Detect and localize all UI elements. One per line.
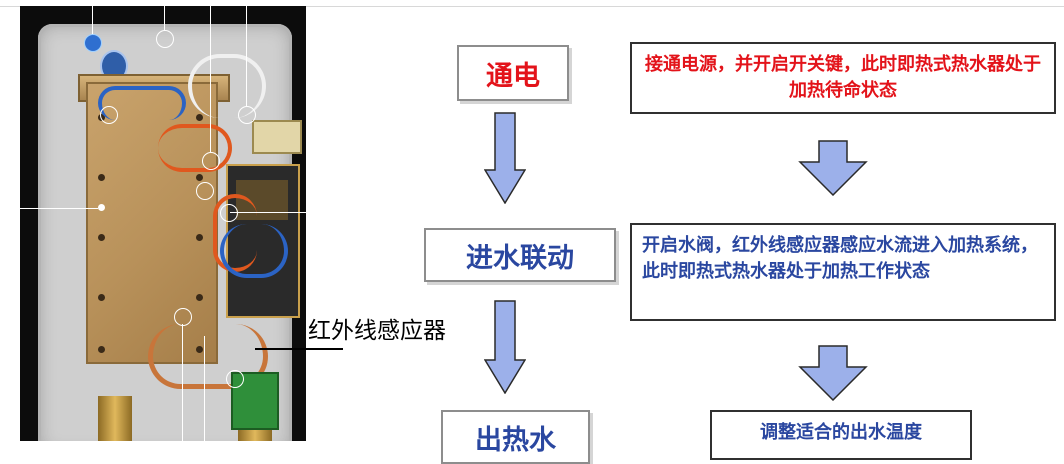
terminal-block xyxy=(252,120,302,154)
heater-casing xyxy=(38,24,302,441)
water-inflow-description: 开启水阀，红外线感应器感应水流进入加热系统，此时即热式热水器处于加热工作状态 xyxy=(630,223,1056,321)
infrared-sensor xyxy=(231,372,279,430)
down-arrow-icon xyxy=(484,112,526,204)
step-hot-water-out: 出热水 xyxy=(441,410,590,464)
top-divider xyxy=(0,6,1064,7)
water-heater-photo xyxy=(20,6,306,441)
water-inlet-fitting xyxy=(98,396,132,441)
sensor-leader-line xyxy=(255,348,343,350)
hot-water-description: 调整适合的出水温度 xyxy=(710,410,972,460)
power-on-description: 接通电源，并开启开关键，此时即热式热水器处于加热待命状态 xyxy=(630,42,1056,114)
step-power-on: 通电 xyxy=(457,45,569,101)
down-arrow-icon xyxy=(798,140,868,196)
down-arrow-icon xyxy=(484,300,526,394)
step-water-inflow: 进水联动 xyxy=(424,228,616,282)
down-arrow-icon xyxy=(798,345,868,401)
infrared-sensor-label: 红外线感应器 xyxy=(308,318,446,344)
